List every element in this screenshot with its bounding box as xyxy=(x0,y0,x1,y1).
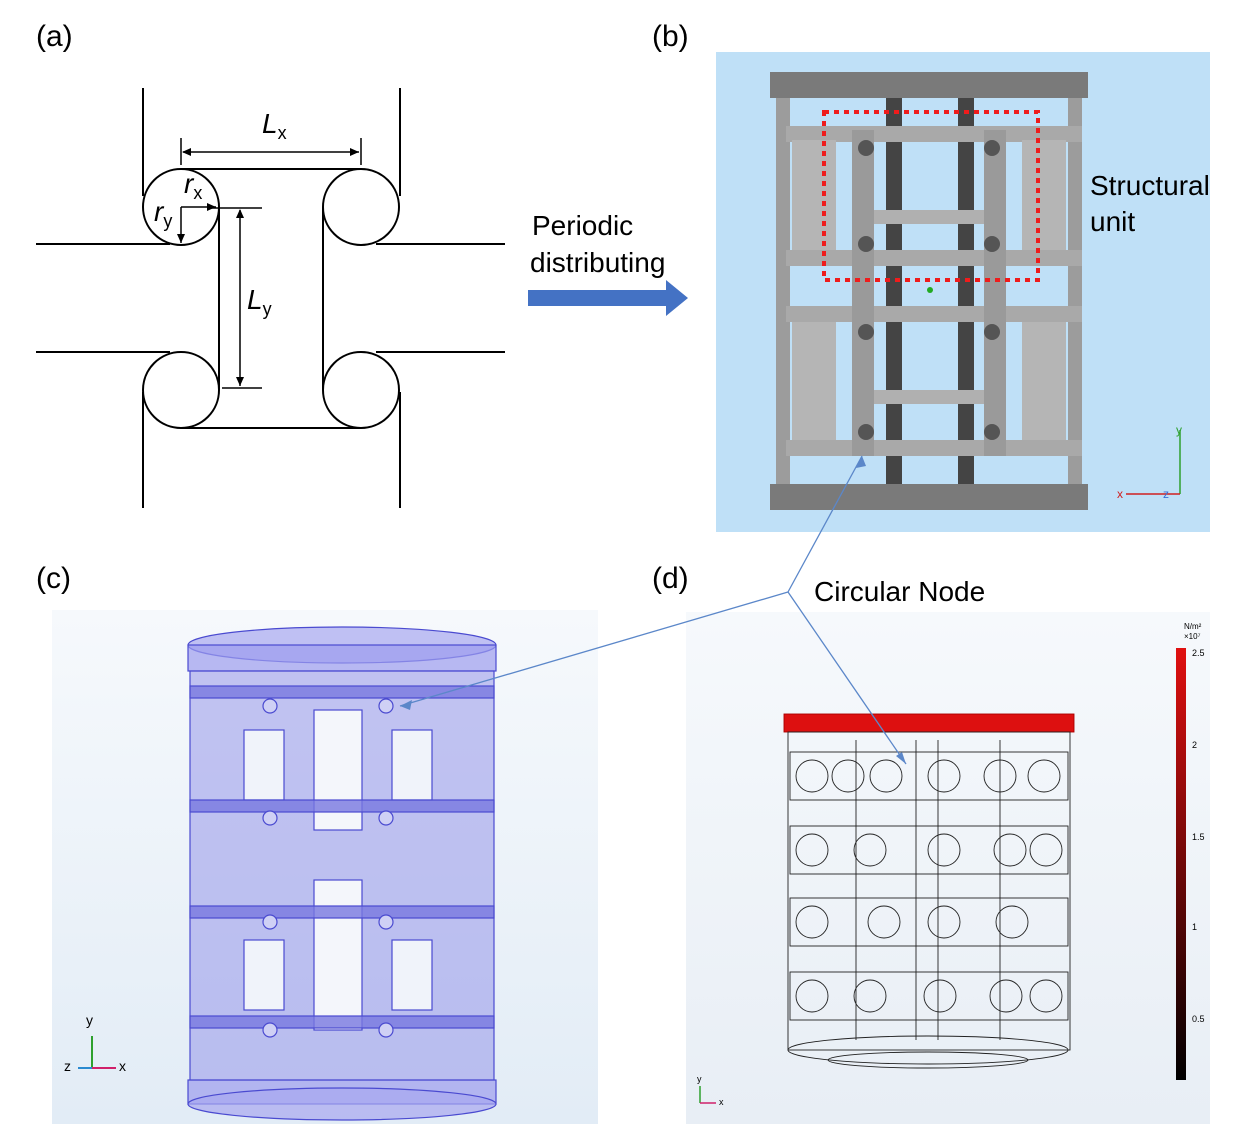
panel-d-background xyxy=(686,612,1210,1124)
structural-unit-label-line1: Structural xyxy=(1090,170,1210,201)
lattice-d xyxy=(783,713,1075,1069)
axis-c-x: x xyxy=(119,1058,126,1074)
axis-b-x: x xyxy=(1117,487,1123,501)
arrow-label-line1: Periodic xyxy=(532,210,634,241)
circular-node-pointers xyxy=(399,455,907,765)
colorbar-tick-2: 1.5 xyxy=(1192,832,1205,842)
colorbar-tick-4: 0.5 xyxy=(1192,1014,1205,1024)
panel-label-d: (d) xyxy=(652,562,689,595)
panel-label-c: (c) xyxy=(36,562,71,595)
axis-d-x: x xyxy=(719,1097,724,1107)
arrow-label-line2: distributing xyxy=(530,247,666,278)
lattice-c xyxy=(187,626,497,1121)
label-ly: Ly xyxy=(247,284,272,319)
colorbar-exp: ×10⁷ xyxy=(1184,632,1201,641)
axis-c-z: z xyxy=(64,1058,71,1074)
label-rx: rx xyxy=(184,168,203,203)
panel-label-a: (a) xyxy=(36,20,73,53)
axis-b-z: z xyxy=(1163,487,1169,501)
axis-c-y: y xyxy=(86,1012,93,1028)
structural-unit-label-line2: unit xyxy=(1090,206,1136,237)
lattice-b xyxy=(770,72,1088,510)
circular-node-label: Circular Node xyxy=(814,576,986,607)
axis-d-y: y xyxy=(697,1074,702,1084)
colorbar-tick-3: 1 xyxy=(1192,922,1198,932)
colorbar-unit: N/m² xyxy=(1184,622,1202,631)
label-ry: ry xyxy=(154,196,173,231)
colorbar-tick-0: 2.5 xyxy=(1192,648,1205,658)
periodic-arrow xyxy=(528,280,688,316)
colorbar xyxy=(1176,648,1186,1080)
label-lx: Lx xyxy=(262,108,287,143)
structural-unit-box xyxy=(822,110,1040,282)
panel-label-b: (b) xyxy=(652,20,689,53)
axis-b-y: y xyxy=(1176,423,1182,437)
colorbar-tick-1: 2 xyxy=(1192,740,1198,750)
